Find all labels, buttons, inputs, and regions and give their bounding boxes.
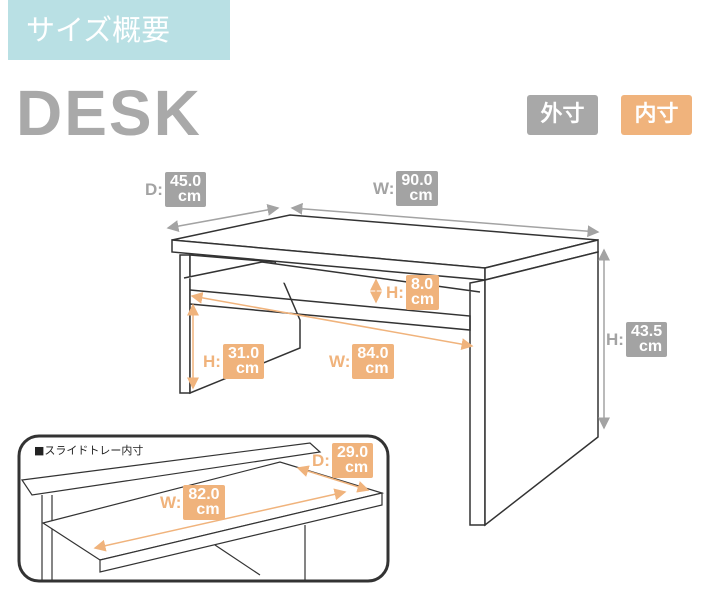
height-key: H: bbox=[606, 329, 624, 349]
tray-depth-unit: cm bbox=[344, 459, 369, 476]
leg-height-key: H: bbox=[203, 351, 221, 371]
leg-height-unit: cm bbox=[235, 360, 260, 377]
width-unit: cm bbox=[409, 187, 433, 204]
inner-width-key: W: bbox=[329, 351, 351, 371]
tray-width-value: 82.0 bbox=[188, 486, 220, 503]
shelf-height-unit: cm bbox=[410, 291, 435, 308]
tray-depth-key: D: bbox=[312, 450, 330, 470]
depth-key: D: bbox=[145, 179, 163, 199]
product-name: DESK bbox=[16, 77, 202, 149]
tray-width-unit: cm bbox=[196, 501, 220, 518]
height-value: 43.5 bbox=[630, 323, 663, 340]
shelf-height-key: H: bbox=[386, 282, 404, 302]
outer-dimension-arrows bbox=[166, 202, 610, 430]
legend-inner-badge: 内寸 bbox=[621, 95, 692, 135]
inner-dimension-arrows bbox=[187, 278, 474, 390]
depth-unit: cm bbox=[177, 188, 202, 205]
leg-height-value: 31.0 bbox=[227, 345, 260, 362]
depth-value: 45.0 bbox=[169, 173, 202, 190]
height-unit: cm bbox=[638, 338, 663, 355]
tray-width-key: W: bbox=[160, 492, 182, 512]
tray-label: ■スライドトレー内寸 bbox=[34, 444, 144, 457]
section-title: サイズ概要 bbox=[8, 0, 230, 60]
legend-outer-badge: 外寸 bbox=[527, 95, 598, 135]
shelf-height-value: 8.0 bbox=[410, 276, 434, 293]
width-key: W: bbox=[373, 178, 395, 198]
inner-width-unit: cm bbox=[365, 360, 389, 377]
tray-depth-value: 29.0 bbox=[336, 444, 369, 461]
width-value: 90.0 bbox=[401, 172, 433, 189]
inner-width-value: 84.0 bbox=[357, 345, 389, 362]
